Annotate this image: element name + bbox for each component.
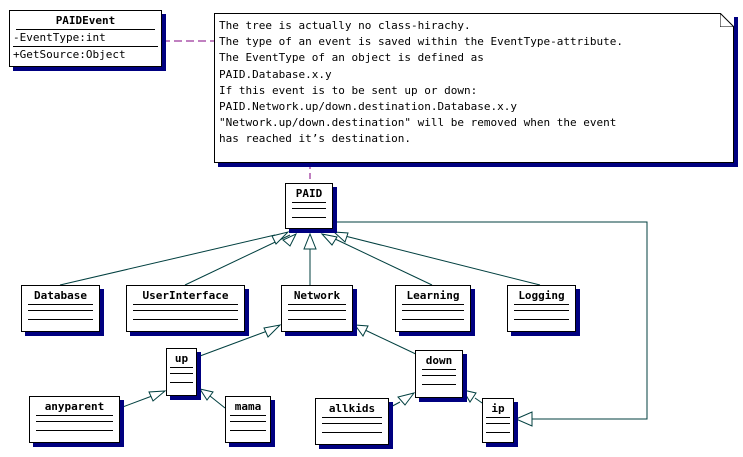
class-paid[interactable]: PAID — [285, 183, 333, 229]
class-logging-name: Logging — [514, 286, 569, 305]
class-userinterface-operations — [133, 311, 238, 320]
class-up-attributes — [170, 368, 193, 374]
gen-anyparent-up — [119, 395, 153, 409]
class-down-attributes — [422, 370, 456, 376]
class-anyparent-attributes — [36, 416, 113, 422]
class-anyparent-operations — [36, 422, 113, 431]
route-arrow-ip — [514, 411, 533, 427]
class-mama-attributes — [230, 416, 266, 422]
class-ip-name: ip — [486, 399, 510, 418]
gen-arrow-allkids — [397, 392, 416, 406]
class-paidevent[interactable]: PAIDEvent -EventType:int +GetSource:Obje… — [9, 10, 162, 67]
class-paid-operations — [292, 209, 326, 218]
note-line: The tree is actually no class-hirachy. — [219, 19, 471, 32]
gen-userinterface-paid — [184, 234, 291, 286]
gen-arrow-logging — [332, 231, 349, 243]
gen-mama-up — [209, 395, 226, 409]
gen-arrow-network — [303, 232, 317, 250]
class-learning-attributes — [402, 305, 464, 311]
gen-arrow-userinterface — [282, 232, 298, 247]
class-network-attributes — [288, 305, 346, 311]
note-line: The EventType of an object is defined as — [219, 51, 484, 65]
class-paidevent-operation: +GetSource:Object — [13, 48, 126, 61]
class-mama-name: mama — [230, 397, 266, 416]
note-line: The type of an event is saved within the… — [219, 35, 623, 49]
note[interactable]: The tree is actually no class-hirachy. T… — [214, 13, 734, 163]
class-allkids[interactable]: allkids — [315, 398, 389, 445]
note-line: PAID.Database.x.y — [219, 67, 332, 81]
class-paidevent-name: PAIDEvent — [16, 11, 155, 30]
class-allkids-operations — [322, 424, 382, 433]
route-paid-ip — [333, 221, 648, 420]
class-database[interactable]: Database — [21, 285, 100, 332]
note-line: has reached it’s destination. — [219, 132, 412, 146]
class-paid-attributes — [292, 203, 326, 209]
gen-learning-paid — [332, 237, 433, 286]
class-learning[interactable]: Learning — [395, 285, 471, 332]
class-anyparent[interactable]: anyparent — [29, 396, 120, 443]
class-up-operations — [170, 374, 193, 383]
class-down-operations — [422, 376, 456, 385]
class-logging-operations — [514, 311, 569, 320]
gen-logging-paid — [344, 235, 541, 286]
class-learning-name: Learning — [402, 286, 464, 305]
gen-arrow-learning — [320, 233, 338, 246]
class-network-name: Network — [288, 286, 346, 305]
class-up[interactable]: up — [166, 348, 197, 396]
note-fold-icon — [720, 13, 734, 27]
class-logging-attributes — [514, 305, 569, 311]
class-ip-attributes — [486, 418, 510, 424]
class-network-operations — [288, 311, 346, 320]
gen-up-network — [199, 329, 271, 357]
class-allkids-name: allkids — [322, 399, 382, 418]
class-allkids-attributes — [322, 418, 382, 424]
class-ip-operations — [486, 424, 510, 433]
class-down-name: down — [422, 351, 456, 370]
gen-arrow-anyparent — [148, 390, 167, 402]
class-logging[interactable]: Logging — [507, 285, 576, 332]
class-network[interactable]: Network — [281, 285, 353, 332]
class-anyparent-name: anyparent — [36, 397, 113, 416]
gen-arrow-down — [353, 324, 369, 337]
class-mama-operations — [230, 422, 266, 431]
class-userinterface[interactable]: UserInterface — [126, 285, 245, 332]
class-learning-operations — [402, 311, 464, 320]
note-line: PAID.Network.up/down.destination.Databas… — [219, 100, 518, 114]
class-paid-name: PAID — [292, 184, 326, 203]
class-database-attributes — [28, 305, 93, 311]
class-up-name: up — [170, 349, 193, 368]
gen-arrow-database — [271, 231, 290, 245]
gen-database-paid — [59, 234, 276, 286]
class-ip[interactable]: ip — [482, 398, 514, 443]
gen-arrow-ip — [461, 389, 477, 403]
class-userinterface-name: UserInterface — [133, 286, 238, 305]
gen-down-network — [364, 329, 421, 357]
class-userinterface-attributes — [133, 305, 238, 311]
gen-arrow-up — [263, 324, 282, 338]
class-database-name: Database — [28, 286, 93, 305]
note-line: If this event is to be sent up or down: — [219, 83, 478, 97]
class-database-operations — [28, 311, 93, 320]
gen-arrow-mama — [198, 388, 214, 401]
note-line: "Network.up/down.destination" will be re… — [219, 116, 617, 130]
class-mama[interactable]: mama — [225, 396, 271, 443]
class-down[interactable]: down — [415, 350, 463, 398]
class-paidevent-attribute: -EventType:int — [13, 30, 158, 47]
